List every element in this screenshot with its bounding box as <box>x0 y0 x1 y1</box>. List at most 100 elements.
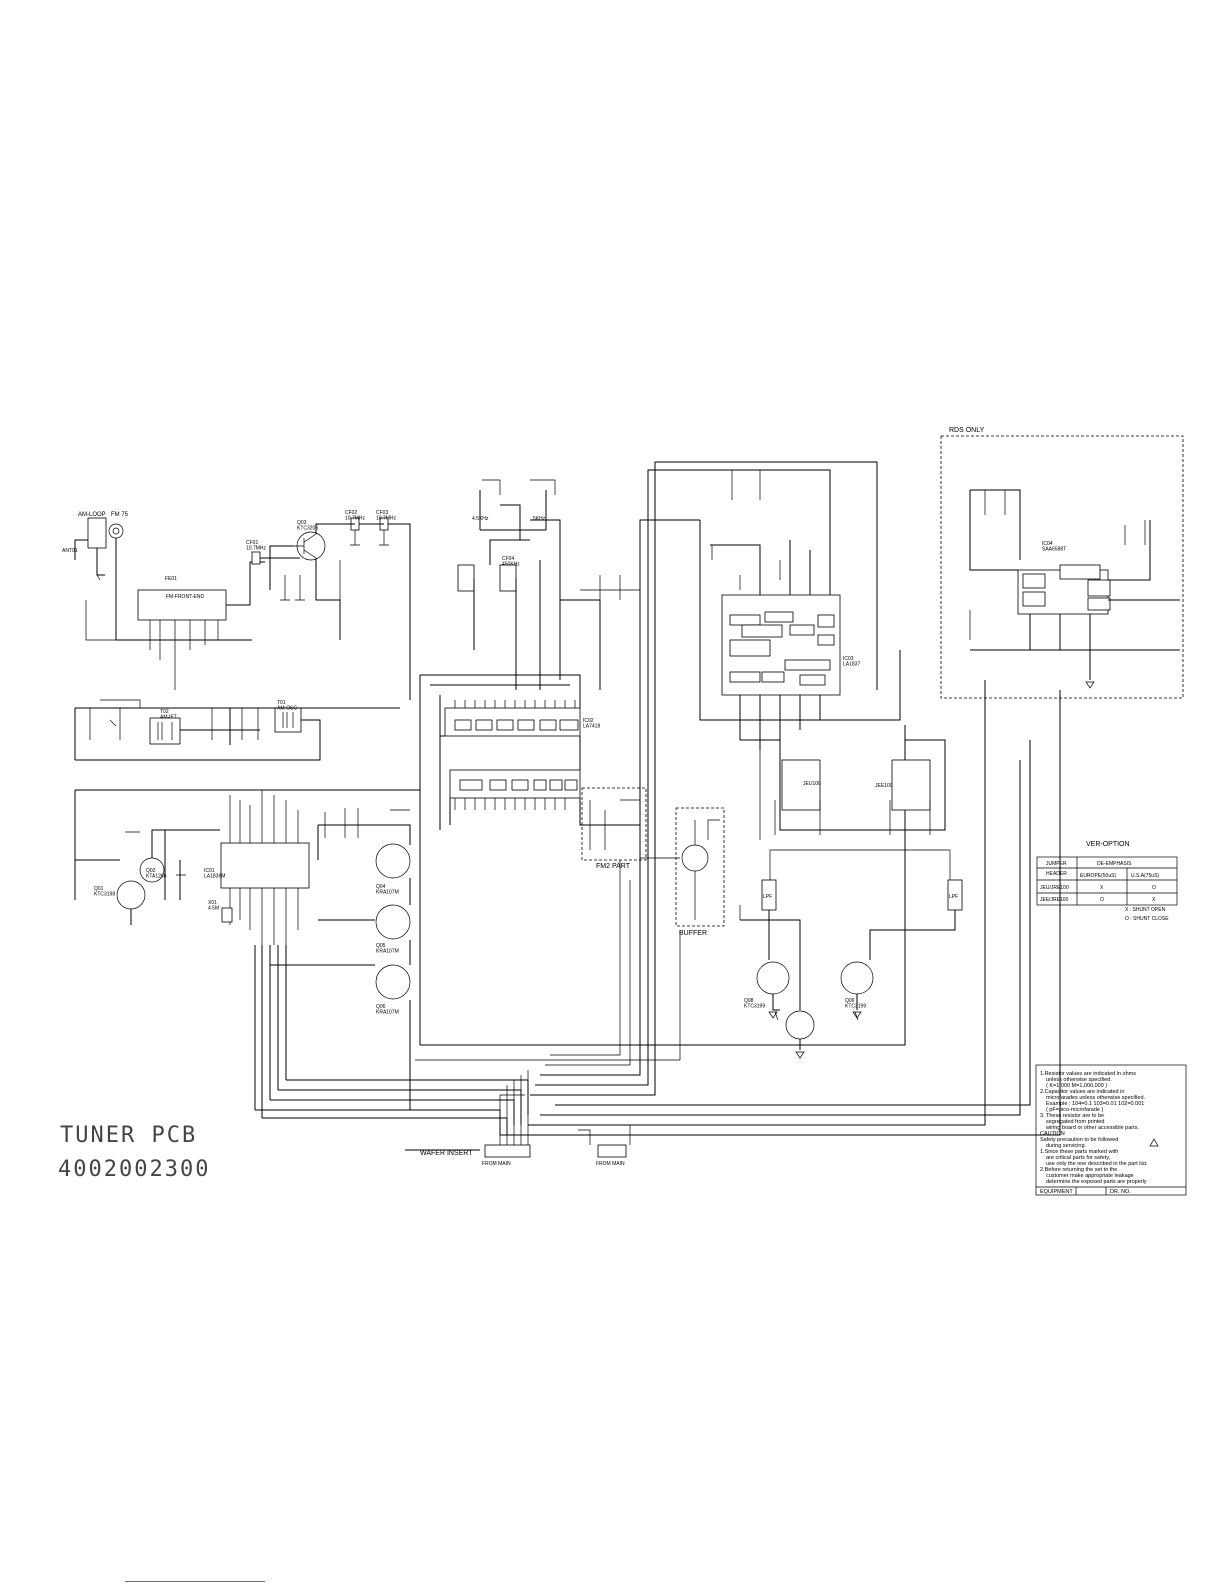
note-2c: Example : 104=0.1 103=0.01 102=0.001 <box>1046 1101 1144 1107</box>
am-loop-antenna-icon <box>87 517 107 549</box>
lpf-left-label: LPF <box>763 894 772 900</box>
option-table-frame <box>1036 856 1178 906</box>
note-c4: are critical parts for safety, <box>1046 1155 1111 1161</box>
front-end-block: FE01 FM-FRONT-END <box>137 561 265 690</box>
q01-transistor-icon <box>116 880 146 910</box>
ground-icon <box>1085 681 1095 689</box>
option-col-eu: EUROPE(50uS) <box>1080 873 1116 879</box>
fm-antenna-jack-icon <box>108 523 124 539</box>
wafer-connector-left <box>484 1144 531 1158</box>
q07-transistor-icon <box>681 844 709 872</box>
fm-antenna-label: FM 75 <box>111 512 129 518</box>
note-2d: ( pF=pico-microfarade ) <box>1046 1107 1103 1113</box>
notes-footer-right: DR. NO. <box>1110 1189 1131 1195</box>
wafer-connector-right <box>597 1144 627 1158</box>
note-3c: wiring board or other accessible parts. <box>1045 1125 1139 1131</box>
ic01-chip <box>220 842 310 889</box>
q04-transistor-icon <box>375 843 411 879</box>
note-c9: determine the exposed parts are properly <box>1046 1179 1147 1185</box>
rds-only-label: RDS ONLY <box>949 427 985 434</box>
from-main-right: FROM MAIN <box>596 1161 625 1167</box>
fe01-label: FE01 <box>165 576 177 582</box>
x01-crystal <box>221 907 233 923</box>
option-header-left: JUMPER <box>1046 861 1067 867</box>
am-loop-label: AM-LOOP <box>78 512 106 518</box>
deemph-right-box <box>891 759 931 811</box>
option-header-right: DE-EMPHASIS <box>1097 861 1132 867</box>
note-c2: during servicing. <box>1046 1143 1087 1149</box>
note-3: 3. These resistor are to be <box>1040 1113 1104 1119</box>
buffer-box <box>675 807 725 927</box>
note-2b: microfarades unless otherwise specified. <box>1046 1095 1146 1101</box>
page-underline <box>125 1581 265 1582</box>
vr-left-label: 4.5KHz <box>472 516 489 522</box>
lpf-right-label: LPF <box>949 894 958 900</box>
jee100-label: JEE100 <box>875 783 893 789</box>
q10-transistor-icon <box>785 1010 815 1040</box>
notes-box: 1.Resistor values are indicated in ohms … <box>1035 1064 1187 1196</box>
jeu100-label: JEU100 <box>803 781 821 787</box>
q08-transistor-icon <box>756 961 790 995</box>
buffer-section: BUFFER <box>640 807 725 937</box>
note-caution: CAUTION <box>1040 1131 1065 1137</box>
buffer-label: BUFFER <box>679 930 707 937</box>
antenna-section: AM-LOOP FM 75 ANT01 <box>62 512 252 641</box>
note-1b: unless otherwise specified. <box>1046 1077 1112 1083</box>
option-row-2-name: JEE/JRE100 <box>1040 897 1069 903</box>
option-row-2-eu: O <box>1100 897 1104 903</box>
option-table: VER-OPTION JUMPER HEADER DE-EMPHASIS EUR… <box>1036 841 1178 922</box>
option-row-1-eu: X <box>1100 885 1104 891</box>
from-main-left: FROM MAIN <box>482 1161 511 1167</box>
notes-frame <box>1035 1064 1187 1196</box>
bus-wires <box>254 461 1061 1136</box>
note-c1: Safety precaution to be followed <box>1040 1137 1118 1143</box>
note-c5: use only the one described in the part l… <box>1046 1161 1148 1167</box>
option-col-us: U.S.A(75uS) <box>1131 873 1159 879</box>
cf04-filter <box>499 564 517 592</box>
wafer-insert-label: WAFER INSERT <box>420 1150 473 1157</box>
q05-transistor-icon <box>375 904 411 940</box>
filter-section: JEU100 JEE100 <box>740 739 951 885</box>
am-ift-coil <box>149 717 181 745</box>
option-row-1-name: JEU/JRE100 <box>1040 885 1069 891</box>
q06-transistor-icon <box>375 964 411 1000</box>
note-c7: customer make appropriate leakage <box>1046 1173 1134 1179</box>
note-2: 2.Capacitor values are indicated in <box>1040 1089 1124 1095</box>
title-line-1: TUNER PCB <box>60 1123 197 1148</box>
am-osc-coil <box>274 707 302 733</box>
ground-icon <box>768 1011 778 1019</box>
vr-right-label: 5KHz <box>533 516 546 522</box>
t03-coil <box>457 564 475 592</box>
option-row-2-us: X <box>1152 897 1156 903</box>
ground-icon <box>795 1051 805 1059</box>
note-c6: 2.Before returning the set to the <box>1040 1167 1117 1173</box>
cf01-filter <box>251 551 261 565</box>
rds-only-box <box>940 435 1184 699</box>
notes-footer-left: EQUIPMENT <box>1040 1189 1073 1195</box>
